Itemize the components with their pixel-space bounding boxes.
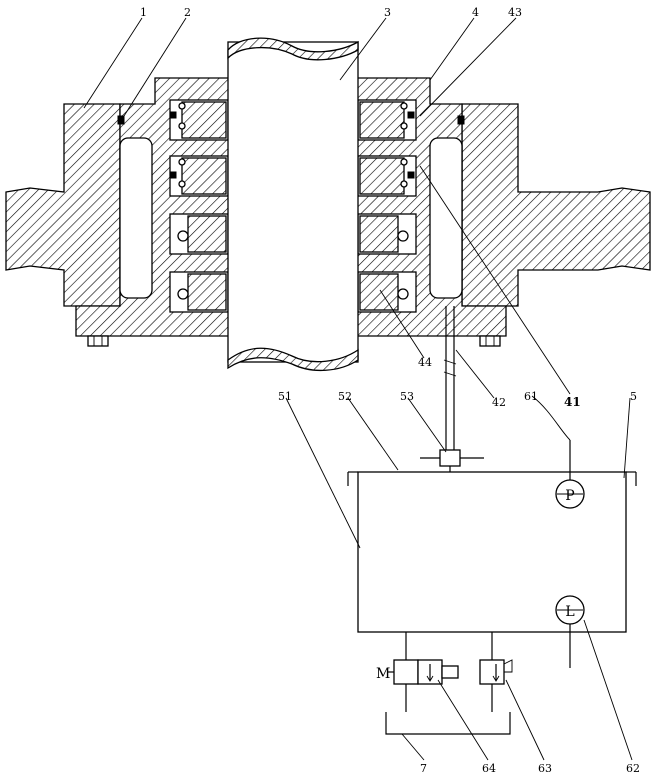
bolt-left — [88, 336, 108, 346]
left-cavity — [120, 138, 152, 298]
seal-ring — [408, 112, 414, 118]
left-frame — [6, 104, 120, 306]
collector-tray — [386, 712, 510, 734]
inlet-valve — [420, 450, 484, 472]
label-41: 41 — [564, 395, 581, 409]
right-cavity — [430, 138, 462, 298]
label-43: 43 — [508, 6, 522, 19]
seal-ring — [170, 172, 176, 178]
label-1: 1 — [140, 6, 147, 19]
label-3: 3 — [384, 6, 391, 19]
oil-tank — [348, 472, 636, 632]
solenoid-valve: M — [376, 660, 458, 684]
shaft — [228, 38, 358, 370]
label-5: 5 — [630, 390, 637, 403]
seal-ring — [170, 112, 176, 118]
label-64: 64 — [482, 762, 496, 775]
label-51: 51 — [278, 390, 292, 403]
label-62: 62 — [626, 762, 640, 775]
o-ring-seal-left — [118, 116, 124, 124]
relief-valve — [480, 660, 512, 684]
level-gauge-symbol: L — [565, 604, 574, 620]
label-53: 53 — [400, 390, 414, 403]
label-42: 42 — [492, 396, 506, 409]
label-52: 52 — [338, 390, 352, 403]
label-61: 61 — [524, 390, 538, 403]
label-63: 63 — [538, 762, 552, 775]
label-4: 4 — [472, 6, 479, 19]
seal-ring — [408, 172, 414, 178]
label-2: 2 — [184, 6, 191, 19]
label-44: 44 — [418, 356, 432, 369]
pressure-gauge-symbol: P — [565, 488, 574, 504]
right-frame — [462, 104, 650, 306]
o-ring-seal-right — [458, 116, 464, 124]
bolt-right — [480, 336, 500, 346]
label-7: 7 — [420, 762, 427, 775]
solenoid-actuator-symbol: M — [376, 666, 390, 682]
